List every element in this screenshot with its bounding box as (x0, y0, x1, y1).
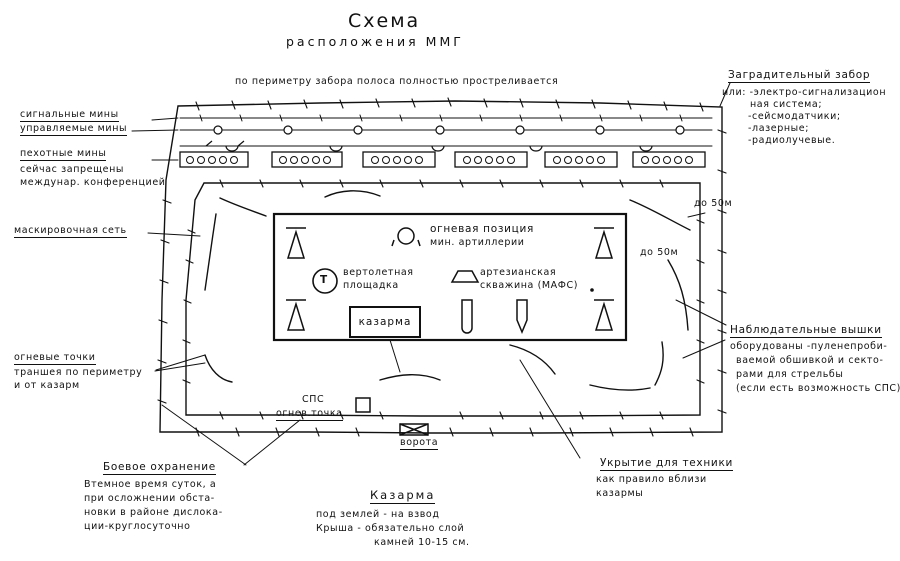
distance-label-outer: до 50м (694, 198, 733, 209)
perimeter-note: по периметру забора полоса полностью про… (235, 76, 559, 87)
diagram-title: Схема (348, 10, 421, 32)
controlled-mine-markers (205, 140, 653, 152)
gate-symbol (399, 423, 429, 436)
helipad-label-1: вертолетная (343, 267, 414, 278)
vehicle-shelter-1 (461, 299, 473, 334)
sps-label: СПС (302, 394, 325, 405)
guard-line-4: ции-круглосуточно (84, 521, 191, 532)
label-signal-mines: сигнальные мины (20, 109, 119, 122)
towers-line-2: ваемой обшивкой и секто- (736, 355, 884, 366)
towers-line-1: оборудованы -пуленепроби- (730, 341, 888, 352)
well-label-1: артезианская (480, 267, 557, 278)
barrier-line-5: -радиолучевые. (748, 135, 836, 146)
towers-line-4: (если есть возможность СПС). (736, 383, 900, 394)
diagram-subtitle: расположения ММГ (286, 34, 464, 49)
kazarma-note-line-2: Крыша - обязательно слой (316, 523, 465, 534)
label-trench-note-1: траншея по периметру (14, 367, 143, 378)
fence-ticks (157, 97, 727, 437)
sps-bunker (355, 397, 371, 413)
leader-lines (131, 82, 731, 466)
barrier-line-2: ная система; (750, 99, 823, 110)
label-fire-points: огневые точки (14, 352, 96, 365)
towers-line-3: рами для стрельбы (736, 369, 844, 380)
distance-label-inner: до 50м (640, 247, 679, 258)
inner-fence (185, 182, 701, 417)
label-controlled-mines: управляемые мины (20, 123, 128, 136)
cover-title: Укрытие для техники (600, 457, 734, 471)
gate-label: ворота (400, 437, 439, 450)
inner-compound (272, 212, 628, 342)
guard-title: Боевое охранение (103, 461, 216, 475)
outer-fence (159, 100, 723, 434)
helipad-label-2: площадка (343, 280, 399, 291)
barrier-title: Заградительный забор (728, 69, 871, 83)
barrier-line-1: или: -электро-сигнализацион (722, 87, 887, 98)
barrier-line-3: -сейсмодатчики; (748, 111, 841, 122)
label-banned-note-1: сейчас запрещены (20, 164, 124, 175)
infantry-mine-boxes (179, 151, 706, 168)
sps-firepoint-label: огнев.точка (276, 408, 343, 421)
cover-line-1: как правило вблизи (596, 474, 707, 485)
guard-line-1: Втемное время суток, а (84, 479, 217, 490)
barracks-label: казарма (358, 316, 412, 328)
well-symbol (450, 270, 480, 283)
guard-line-2: при осложнении обста- (84, 493, 215, 504)
helipad-letter: Т (320, 274, 328, 286)
observation-towers (286, 227, 614, 331)
barrier-line-4: -лазерные; (748, 123, 810, 134)
guard-line-3: новки в районе дислока- (84, 507, 223, 518)
label-trench-note-2: и от казарм (14, 380, 80, 391)
label-banned-note-2: междунар. конференцией (20, 177, 166, 188)
kazarma-note-line-3: камней 10-15 см. (374, 537, 470, 548)
signal-mines (213, 125, 685, 135)
mortar-label-2: мин. артиллерии (430, 237, 525, 248)
well-label-2: скважина (МАФС) (480, 280, 579, 291)
kazarma-note-title: Казарма (370, 488, 436, 504)
mortar-label-1: огневая позиция (430, 223, 535, 235)
camo-net (204, 190, 691, 391)
cover-line-2: казармы (596, 488, 644, 499)
towers-title: Наблюдательные вышки (730, 324, 882, 338)
label-camo-net: маскировочная сеть (14, 225, 127, 238)
infantry-mines (186, 156, 693, 164)
vehicle-shelter-2 (516, 299, 528, 334)
kazarma-note-line-1: под землей - на взвод (316, 509, 440, 520)
helipad-symbol (312, 268, 338, 294)
mortar-symbol (391, 227, 421, 247)
barracks-box: казарма (349, 306, 421, 338)
label-infantry-mines: пехотные мины (20, 148, 107, 161)
